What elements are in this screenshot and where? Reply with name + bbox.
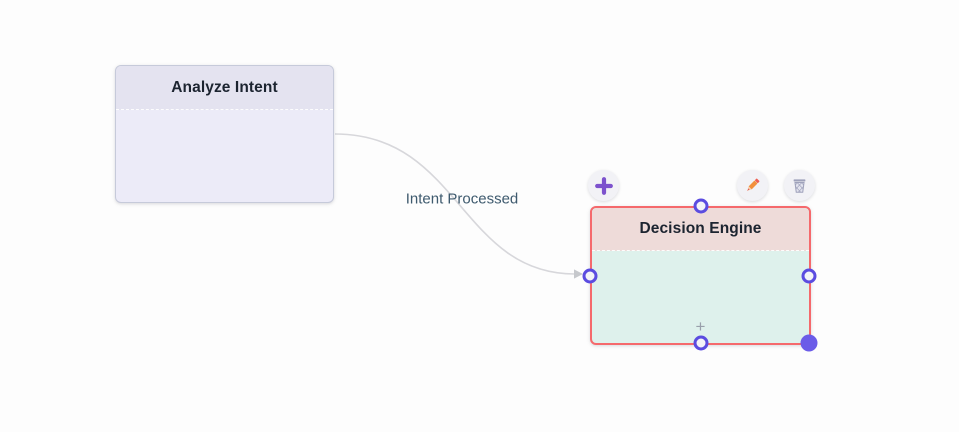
delete-node-button[interactable] [784, 170, 815, 201]
edge-label: Intent Processed [405, 190, 519, 208]
pencil-icon [747, 178, 760, 191]
plus-icon [594, 176, 613, 195]
trash-icon [793, 179, 806, 193]
connection-handle-top[interactable] [693, 198, 708, 214]
connection-handle-left[interactable] [582, 268, 598, 283]
node-header: Decision Engine [592, 208, 809, 251]
node-header: Analyze Intent [116, 66, 333, 110]
add-child-plus-icon[interactable]: + [695, 317, 706, 336]
edit-node-button[interactable] [737, 170, 768, 201]
node-title: Decision Engine [639, 220, 762, 237]
node-decision-engine[interactable]: Decision Engine + [582, 198, 818, 352]
connection-handle-bottom[interactable] [693, 335, 708, 351]
node-analyze-intent[interactable]: Analyze Intent [115, 65, 334, 203]
resize-handle[interactable] [800, 334, 818, 352]
add-connection-button[interactable] [588, 170, 619, 201]
connection-handle-right[interactable] [801, 268, 817, 283]
node-title: Analyze Intent [171, 78, 278, 96]
